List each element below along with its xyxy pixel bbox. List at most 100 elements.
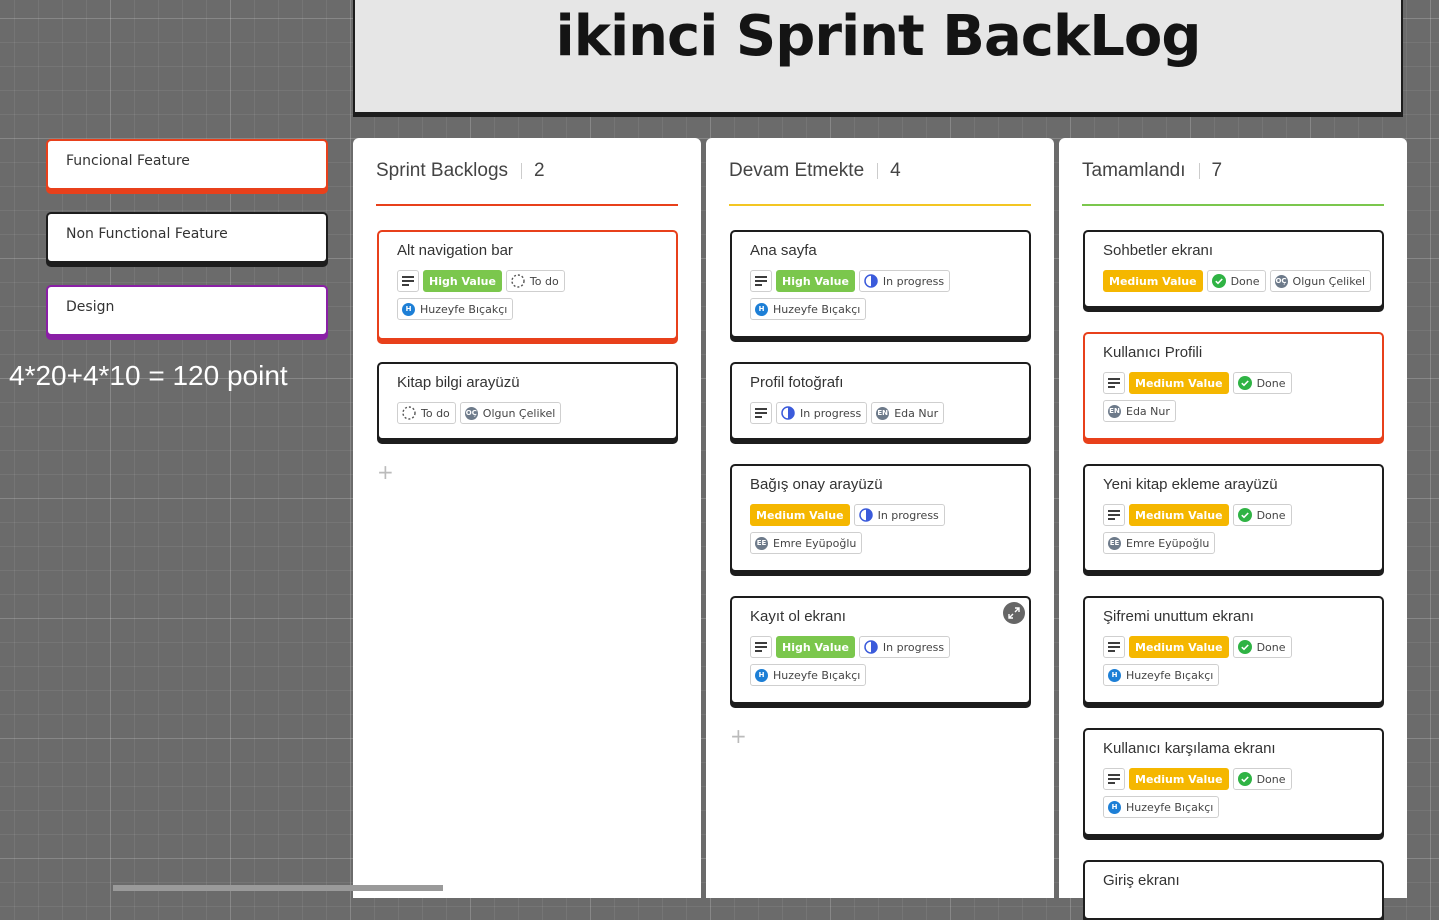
status-text: Done bbox=[1256, 640, 1286, 654]
description-chip[interactable] bbox=[750, 636, 772, 658]
board-title-box[interactable]: ikinci Sprint BackLog bbox=[353, 0, 1403, 114]
assignee-name: Olgun Çelikel bbox=[482, 406, 556, 420]
status-chip[interactable]: In progress bbox=[853, 504, 945, 526]
column-devam-etmekte: Devam Etmekte 4 Ana sayfa High Value In p… bbox=[706, 138, 1054, 898]
status-text: Done bbox=[1256, 376, 1286, 390]
card-title: Yeni kitap ekleme arayüzü bbox=[1103, 476, 1278, 493]
value-chip[interactable]: High Value bbox=[776, 636, 855, 658]
card-title: Ana sayfa bbox=[750, 242, 817, 259]
value-chip[interactable]: Medium Value bbox=[1129, 504, 1229, 526]
column-count: 4 bbox=[890, 160, 901, 181]
description-chip[interactable] bbox=[1103, 504, 1125, 526]
column-divider bbox=[1082, 204, 1384, 206]
column-name: Sprint Backlogs bbox=[376, 160, 509, 181]
description-chip[interactable] bbox=[1103, 636, 1125, 658]
column-divider bbox=[729, 204, 1031, 206]
card-kayit-ol-ekrani[interactable]: Kayıt ol ekranı High Value In progress H… bbox=[730, 596, 1031, 704]
card-title: Profil fotoğrafı bbox=[750, 374, 844, 391]
assignee-name: Huzeyfe Bıçakçı bbox=[1126, 800, 1214, 814]
value-chip[interactable]: Medium Value bbox=[1103, 270, 1203, 292]
status-chip[interactable]: Done bbox=[1232, 504, 1292, 526]
column-header: Devam Etmekte 4 bbox=[729, 160, 901, 182]
card-title: Giriş ekranı bbox=[1103, 872, 1180, 889]
expand-icon[interactable] bbox=[1003, 602, 1025, 624]
check-circle-icon bbox=[1237, 508, 1252, 522]
status-chip[interactable]: Done bbox=[1232, 636, 1292, 658]
status-text: To do bbox=[529, 274, 559, 288]
plus-icon[interactable]: + bbox=[377, 460, 394, 484]
description-chip[interactable] bbox=[750, 402, 772, 424]
half-circle-icon bbox=[864, 274, 878, 288]
legend-design[interactable]: Design bbox=[46, 285, 328, 336]
avatar: H bbox=[1108, 800, 1121, 814]
status-chip[interactable]: To do bbox=[397, 402, 456, 424]
avatar: OÇ bbox=[1274, 274, 1288, 288]
half-circle-icon bbox=[864, 640, 878, 654]
card-giris-ekrani[interactable]: Giriş ekranı bbox=[1083, 860, 1384, 920]
lines-icon bbox=[755, 642, 767, 652]
value-chip[interactable]: Medium Value bbox=[1129, 768, 1229, 790]
status-chip[interactable]: In progress bbox=[858, 270, 951, 292]
check-circle-icon bbox=[1237, 640, 1252, 654]
card-sifremi-unuttum-ekrani[interactable]: Şifremi unuttum ekranı Medium Value Done… bbox=[1083, 596, 1384, 704]
avatar: H bbox=[755, 668, 768, 682]
avatar: H bbox=[402, 302, 415, 316]
avatar: H bbox=[1108, 668, 1121, 682]
card-bagis-onay-arayuzu[interactable]: Bağış onay arayüzü Medium Value In progr… bbox=[730, 464, 1031, 572]
status-chip[interactable]: In progress bbox=[858, 636, 951, 658]
status-chip[interactable]: In progress bbox=[776, 402, 868, 424]
status-chip[interactable]: Done bbox=[1206, 270, 1266, 292]
card-yeni-kitap-ekleme-arayuzu[interactable]: Yeni kitap ekleme arayüzü Medium Value D… bbox=[1083, 464, 1384, 572]
description-chip[interactable] bbox=[750, 270, 772, 292]
card-kullanici-karsilama-ekrani[interactable]: Kullanıcı karşılama ekranı Medium Value … bbox=[1083, 728, 1384, 836]
assignee-name: Eda Nur bbox=[894, 406, 939, 420]
status-text: In progress bbox=[882, 274, 945, 288]
half-circle-icon bbox=[858, 508, 873, 522]
card-title: Kitap bilgi arayüzü bbox=[397, 374, 520, 391]
assignee-name: Huzeyfe Bıçakçı bbox=[1126, 668, 1214, 682]
check-circle-icon bbox=[1237, 772, 1252, 786]
assignee-chip[interactable]: H Huzeyfe Bıçakçı bbox=[1103, 796, 1220, 818]
status-chip[interactable]: To do bbox=[505, 270, 565, 292]
avatar: EE bbox=[1108, 536, 1121, 550]
value-chip[interactable]: High Value bbox=[423, 270, 502, 292]
card-title: Alt navigation bar bbox=[397, 242, 513, 259]
assignee-chip[interactable]: H Huzeyfe Bıçakçı bbox=[1103, 664, 1220, 686]
value-chip[interactable]: Medium Value bbox=[1129, 372, 1229, 394]
legend-label: Non Functional Feature bbox=[66, 226, 228, 242]
description-chip[interactable] bbox=[397, 270, 419, 292]
plus-icon[interactable]: + bbox=[730, 724, 747, 748]
lines-icon bbox=[402, 276, 414, 286]
description-chip[interactable] bbox=[1103, 768, 1125, 790]
lines-icon bbox=[1108, 378, 1120, 388]
status-chip[interactable]: Done bbox=[1232, 372, 1292, 394]
legend-functional-feature[interactable]: Funcional Feature bbox=[46, 139, 328, 190]
value-chip[interactable]: Medium Value bbox=[1129, 636, 1229, 658]
status-chip[interactable]: Done bbox=[1232, 768, 1292, 790]
card-title: Kullanıcı Profili bbox=[1103, 344, 1203, 361]
value-chip[interactable]: High Value bbox=[776, 270, 855, 292]
description-chip[interactable] bbox=[1103, 372, 1125, 394]
column-count: 7 bbox=[1211, 160, 1223, 181]
legend-non-functional-feature[interactable]: Non Functional Feature bbox=[46, 212, 328, 263]
horizontal-scrollbar[interactable] bbox=[113, 885, 443, 891]
value-chip[interactable]: Medium Value bbox=[750, 504, 850, 526]
column-name: Devam Etmekte bbox=[729, 160, 865, 181]
